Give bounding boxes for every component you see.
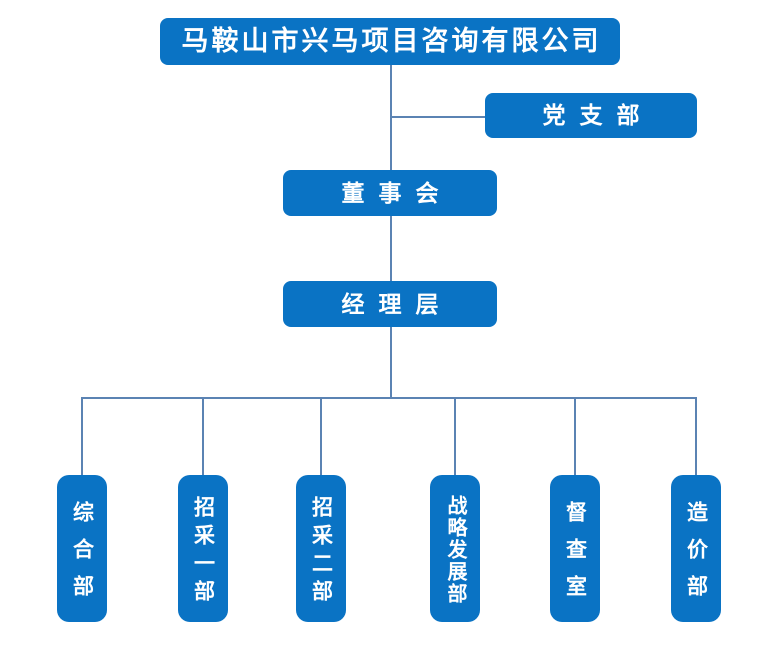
connector-departments-rail <box>81 397 697 399</box>
node-company: 马鞍山市兴马项目咨询有限公司 <box>160 18 620 65</box>
node-dept-cost: 造价部 <box>671 475 721 622</box>
connector-management-rail <box>390 327 392 398</box>
node-board-label: 董事会 <box>341 179 453 206</box>
node-party-branch-label: 党支部 <box>542 102 654 128</box>
connector-drop-dept-3 <box>320 397 322 475</box>
node-dept-supervision-office: 督查室 <box>550 475 600 622</box>
node-dept-procurement-2-label: 招采二部 <box>309 496 333 608</box>
node-dept-strategic-development: 战略发展部 <box>430 475 480 622</box>
connector-company-party-branch <box>390 116 485 118</box>
connector-drop-dept-6 <box>695 397 697 475</box>
connector-drop-dept-1 <box>81 397 83 475</box>
node-dept-strategic-development-label: 战略发展部 <box>444 494 466 605</box>
node-dept-comprehensive-label: 综合部 <box>70 501 94 612</box>
connector-drop-dept-5 <box>574 397 576 475</box>
connector-board-management <box>390 216 392 281</box>
connector-company-board <box>390 65 392 172</box>
node-dept-supervision-office-label: 督查室 <box>563 501 587 612</box>
node-dept-cost-label: 造价部 <box>684 501 708 612</box>
connector-drop-dept-4 <box>454 397 456 475</box>
node-dept-comprehensive: 综合部 <box>57 475 107 622</box>
node-management: 经理层 <box>283 281 497 327</box>
node-management-label: 经理层 <box>341 290 453 317</box>
node-board: 董事会 <box>283 170 497 216</box>
node-dept-procurement-1-label: 招采一部 <box>191 496 215 608</box>
node-company-label: 马鞍山市兴马项目咨询有限公司 <box>181 26 602 56</box>
node-dept-procurement-1: 招采一部 <box>178 475 228 622</box>
node-dept-procurement-2: 招采二部 <box>296 475 346 622</box>
node-party-branch: 党支部 <box>485 93 697 138</box>
connector-drop-dept-2 <box>202 397 204 475</box>
